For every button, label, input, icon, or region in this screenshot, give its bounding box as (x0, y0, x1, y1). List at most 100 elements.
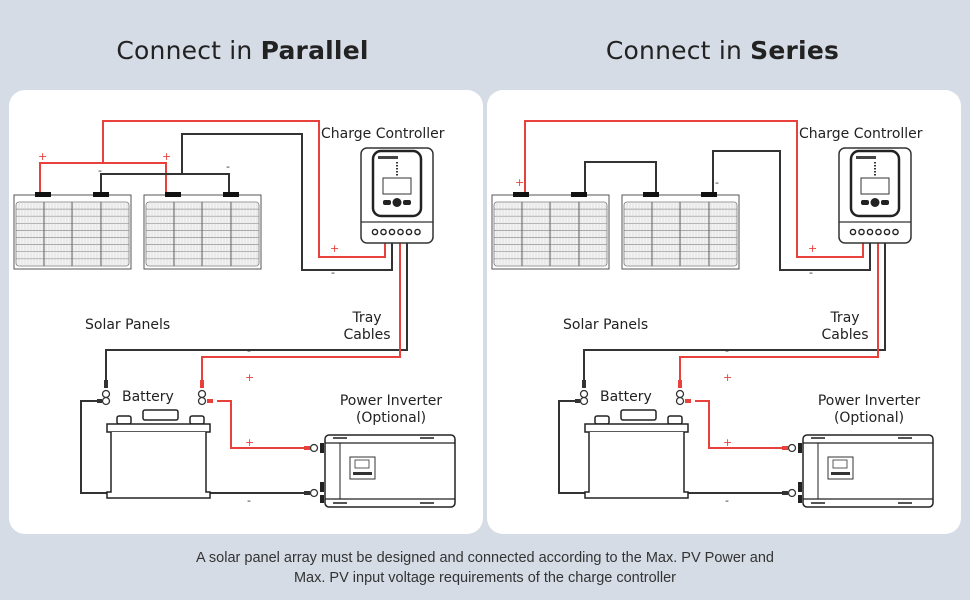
negative-wire-to-controller (181, 133, 393, 271)
status-led (396, 174, 398, 176)
inverter-lcd (354, 459, 370, 469)
inverter-line1: Power Inverter (339, 393, 443, 409)
battery-to-inverter-positive (217, 400, 309, 449)
battery-post (116, 415, 132, 425)
vent (898, 437, 912, 439)
inverter-line1: Power Inverter (817, 393, 921, 409)
tray-cables-line1: Tray (352, 310, 382, 326)
junction-box-positive (35, 192, 51, 197)
plus-sign: + (245, 371, 254, 384)
ring-terminal (309, 443, 319, 453)
battery-case (584, 432, 689, 499)
vent (333, 502, 347, 504)
inverter-line2: (Optional) (355, 410, 427, 426)
negative-wire-panel-bus (100, 173, 230, 192)
charge-controller-label: Charge Controller (321, 126, 445, 142)
charge-controller (360, 147, 434, 244)
solar-panels-label: Solar Panels (563, 317, 649, 333)
battery-body (584, 409, 689, 499)
junction-box-negative (93, 192, 109, 197)
button-right (881, 200, 889, 205)
terminal (397, 228, 404, 236)
ring-terminal (675, 389, 685, 399)
vent (420, 502, 434, 504)
charge-controller-label: Charge Controller (799, 126, 923, 142)
minus-sign: - (809, 266, 813, 279)
solar-panel-2 (143, 192, 262, 270)
parallel-diagram-card: + + - - + - - + + - Charge Controller So… (9, 90, 483, 534)
series-diagram-card: + - + - - + + - Charge Controller Solar … (487, 90, 961, 534)
terminal (866, 228, 874, 236)
plus-sign: + (38, 150, 47, 163)
parallel-title: Connect in Parallel (0, 36, 485, 65)
junction-box-negative (701, 192, 717, 197)
tray-cable-positive (679, 243, 879, 380)
junction-box-negative (571, 192, 587, 197)
ring-terminal (197, 396, 207, 406)
terminal (371, 228, 379, 236)
terminal (388, 228, 396, 236)
tray-cable-positive (201, 243, 401, 380)
plus-sign: + (723, 436, 732, 449)
solar-panels (13, 192, 262, 270)
minus-sign: - (98, 164, 102, 177)
charge-controller (838, 147, 912, 244)
plus-sign: + (723, 371, 732, 384)
tray-cables-line2: Cables (343, 327, 391, 343)
battery-handle (620, 409, 657, 421)
solar-panel-1 (491, 192, 610, 270)
battery (575, 380, 691, 499)
solar-panel-2 (621, 192, 740, 270)
junction-box-positive (643, 192, 659, 197)
ring-terminal (675, 396, 685, 406)
plus-sign: + (515, 176, 524, 189)
battery-case (106, 432, 211, 499)
power-inverter (782, 434, 934, 508)
minus-sign: - (226, 160, 230, 173)
battery-lid (584, 423, 689, 433)
ring-terminal (787, 443, 797, 453)
status-led (396, 165, 398, 167)
terminal (892, 228, 899, 236)
battery-label: Battery (600, 389, 652, 405)
status-led (874, 162, 876, 164)
battery-post (594, 415, 610, 425)
negative-wire-to-controller (712, 150, 871, 271)
inverter-body (324, 434, 456, 508)
series-jumper-wire (584, 161, 657, 192)
tray-cables-line2: Cables (821, 327, 869, 343)
series-wiring-diagram: + - + - - + + - (491, 120, 934, 508)
plus-sign: + (330, 242, 339, 255)
footer-note: A solar panel array must be designed and… (0, 548, 970, 588)
minus-sign: - (725, 494, 729, 507)
ring-terminal (579, 389, 589, 399)
positive-wire-to-controller (524, 120, 864, 258)
button-left (861, 200, 869, 205)
positive-wire-panel-bus (39, 162, 167, 192)
status-led (396, 171, 398, 173)
footer-line1: A solar panel array must be designed and… (196, 550, 774, 566)
ring-terminal (309, 488, 319, 498)
brand-logo (856, 156, 876, 159)
battery (97, 380, 213, 499)
power-inverter (304, 434, 456, 508)
status-led (396, 168, 398, 170)
terminal (883, 228, 891, 236)
vent (898, 502, 912, 504)
lcd-screen (382, 177, 412, 195)
button-left (383, 200, 391, 205)
junction-box-positive (513, 192, 529, 197)
battery-body (106, 409, 211, 499)
ring-terminal (787, 488, 797, 498)
terminal (849, 228, 857, 236)
battery-lid (106, 423, 211, 433)
minus-sign: - (715, 176, 719, 189)
plus-sign: + (162, 150, 171, 163)
terminal (414, 228, 421, 236)
footer-line2: Max. PV input voltage requirements of th… (293, 570, 677, 586)
terminal (380, 228, 387, 236)
solar-panels (491, 192, 740, 270)
button-center (392, 198, 402, 207)
inverter-line2: (Optional) (833, 410, 905, 426)
